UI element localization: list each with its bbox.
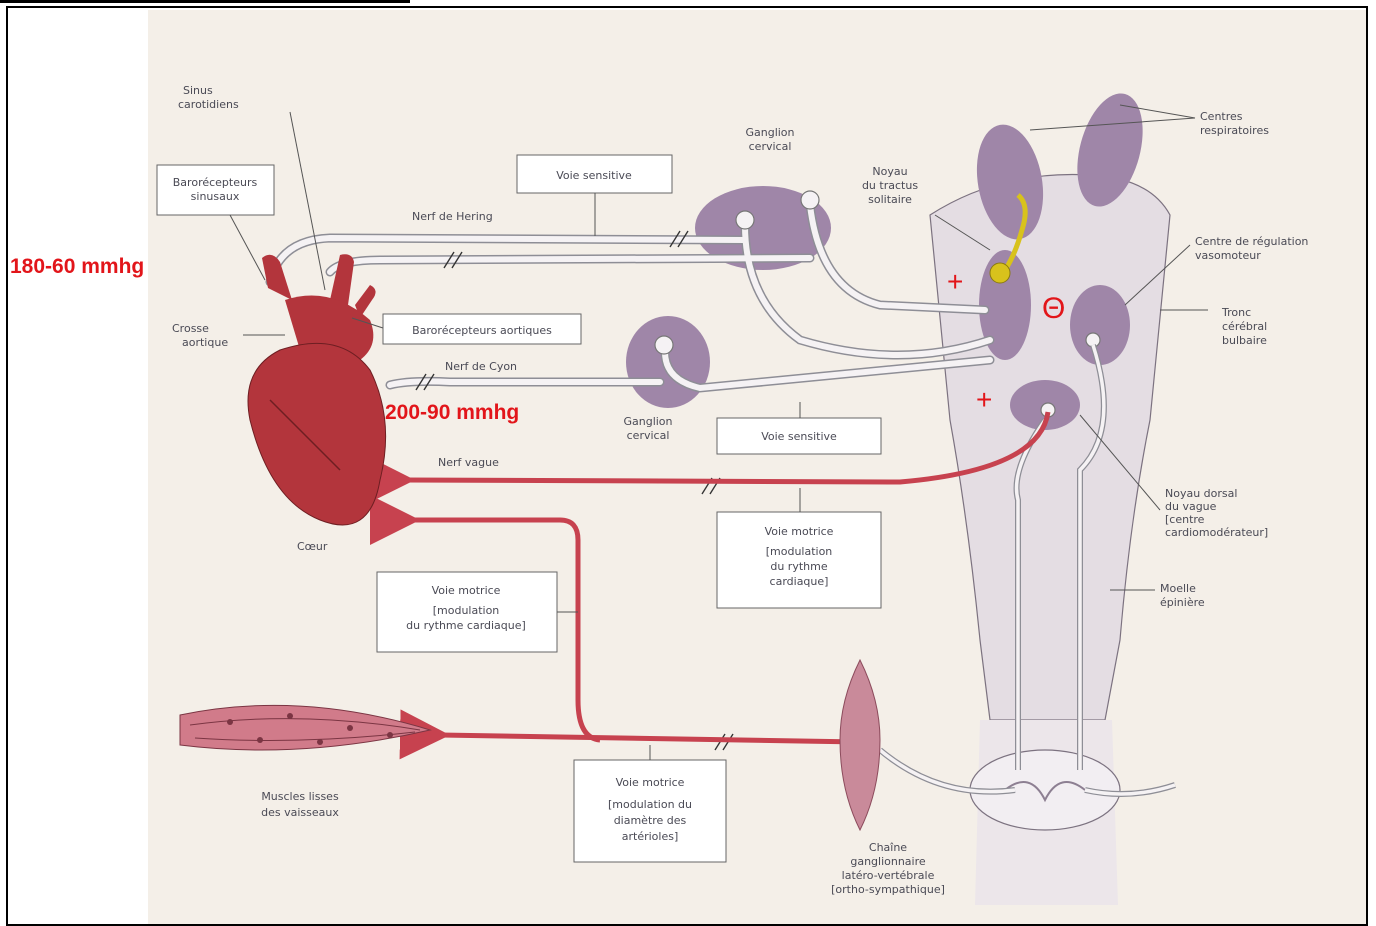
label-vm-right-3: du rythme bbox=[770, 560, 827, 573]
annotation-plus-top: + bbox=[947, 266, 963, 297]
label-vm-left-3: du rythme cardiaque] bbox=[406, 619, 526, 632]
chaine-ganglionnaire-shape bbox=[840, 660, 880, 830]
label-noyau-2: du tractus bbox=[862, 179, 918, 192]
label-sinus-2: carotidiens bbox=[178, 98, 239, 111]
label-baro-sinusaux-2: sinusaux bbox=[191, 190, 240, 203]
annotation-pressure-carotid: 180-60 mmhg bbox=[10, 255, 144, 278]
label-muscles-2: des vaisseaux bbox=[261, 806, 339, 819]
label-vm-right-4: cardiaque] bbox=[770, 575, 829, 588]
label-vm-bottom-4: artérioles] bbox=[622, 830, 679, 843]
label-nerf-hering: Nerf de Hering bbox=[412, 210, 493, 223]
label-noyau-1: Noyau bbox=[872, 165, 907, 178]
annotation-minus: Θ bbox=[1042, 292, 1065, 325]
heart-illustration bbox=[248, 254, 386, 525]
label-sinus-1: Sinus bbox=[183, 84, 213, 97]
label-noyau-dorsal-4: cardiomodérateur] bbox=[1165, 526, 1268, 539]
label-centre-reg-2: vasomoteur bbox=[1195, 249, 1261, 262]
label-chaine-1: Chaîne bbox=[869, 841, 907, 854]
label-vm-right-1: Voie motrice bbox=[765, 525, 834, 538]
label-crosse-1: Crosse bbox=[172, 322, 209, 335]
label-vm-bottom-1: Voie motrice bbox=[616, 776, 685, 789]
label-crosse-2: aortique bbox=[182, 336, 228, 349]
label-moelle-1: Moelle bbox=[1160, 582, 1196, 595]
label-nerf-cyon: Nerf de Cyon bbox=[445, 360, 517, 373]
label-nerf-vague: Nerf vague bbox=[438, 456, 499, 469]
annotation-pressure-aortic: 200-90 mmhg bbox=[385, 401, 519, 424]
label-ganglion-top-1: Ganglion bbox=[745, 126, 794, 139]
label-noyau-3: solitaire bbox=[868, 193, 912, 206]
label-baro-aortiques: Barorécepteurs aortiques bbox=[412, 324, 552, 337]
label-voie-sensitive-bottom: Voie sensitive bbox=[761, 430, 837, 443]
label-coeur: Cœur bbox=[297, 540, 328, 553]
label-tronc-2: cérébral bbox=[1222, 320, 1267, 333]
label-ganglion-bot-2: cervical bbox=[627, 429, 670, 442]
label-vm-right-2: [modulation bbox=[766, 545, 833, 558]
label-centre-reg-1: Centre de régulation bbox=[1195, 235, 1308, 248]
label-ganglion-bot-1: Ganglion bbox=[623, 415, 672, 428]
label-ganglion-top-2: cervical bbox=[749, 140, 792, 153]
label-vm-left-2: [modulation bbox=[433, 604, 500, 617]
label-noyau-dorsal-2: du vague bbox=[1165, 500, 1217, 513]
smooth-muscle-illustration bbox=[180, 705, 430, 750]
label-voie-sensitive-top: Voie sensitive bbox=[556, 169, 632, 182]
centre-vasomoteur-nucleus bbox=[1070, 285, 1130, 365]
label-tronc-1: Tronc bbox=[1221, 306, 1251, 319]
label-tronc-3: bulbaire bbox=[1222, 334, 1267, 347]
label-centres-2: respiratoires bbox=[1200, 124, 1269, 137]
label-noyau-dorsal-3: [centre bbox=[1165, 513, 1205, 526]
label-noyau-dorsal-1: Noyau dorsal bbox=[1165, 487, 1237, 500]
label-moelle-2: épinière bbox=[1160, 596, 1205, 609]
label-chaine-3: latéro-vertébrale bbox=[842, 869, 935, 882]
label-baro-sinusaux-1: Barorécepteurs bbox=[173, 176, 258, 189]
label-chaine-4: [ortho-sympathique] bbox=[831, 883, 945, 896]
label-vm-left-1: Voie motrice bbox=[432, 584, 501, 597]
label-centres-1: Centres bbox=[1200, 110, 1243, 123]
label-chaine-2: ganglionnaire bbox=[850, 855, 926, 868]
label-vm-bottom-3: diamètre des bbox=[614, 814, 687, 827]
annotation-plus-bottom: + bbox=[976, 384, 992, 415]
label-muscles-1: Muscles lisses bbox=[261, 790, 339, 803]
label-vm-bottom-2: [modulation du bbox=[608, 798, 692, 811]
